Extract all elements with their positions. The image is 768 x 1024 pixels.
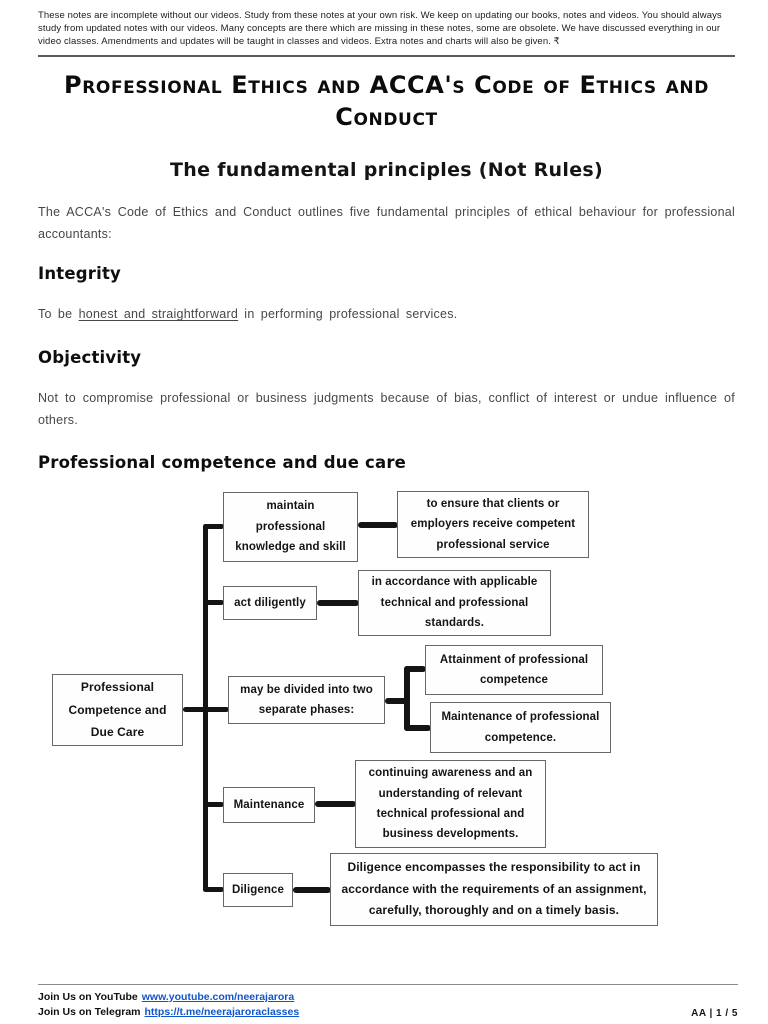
section-heading-competence: Professional competence and due care	[38, 453, 407, 473]
connector-root-to-phases	[183, 707, 229, 712]
integrity-text-prefix: To be	[38, 307, 79, 322]
diagram-box-diligence-desc: Diligence encompasses the responsibility…	[330, 853, 658, 926]
connector-branch-to-maintenance-competence	[404, 725, 431, 731]
integrity-paragraph: To be honest and straightforward in perf…	[38, 304, 735, 326]
page-subtitle: The fundamental principles (Not Rules)	[170, 158, 603, 181]
connector-diligently-to-desc	[317, 600, 359, 606]
connector-trunk-vertical	[203, 524, 208, 892]
diagram-box-diligence: Diligence	[223, 873, 293, 907]
diagram-box-maintenance-of-competence: Maintenance of professional competence.	[430, 702, 611, 753]
diagram-box-maintenance-desc: continuing awareness and an understandin…	[355, 760, 546, 848]
diagram-box-maintain-knowledge: maintain professional knowledge and skil…	[223, 492, 358, 562]
page-title: Professional Ethics and ACCA's Code of E…	[64, 71, 709, 131]
section-heading-integrity: Integrity	[38, 264, 122, 284]
intro-paragraph: The ACCA's Code of Ethics and Conduct ou…	[38, 204, 735, 241]
diagram-box-act-diligently-desc: in accordance with applicable technical …	[358, 570, 551, 636]
connector-trunk-to-act-diligently	[203, 600, 224, 605]
connector-trunk-to-diligence	[203, 887, 224, 892]
diagram-box-maintenance: Maintenance	[223, 787, 315, 823]
youtube-link[interactable]: www.youtube.com/neerajarora	[141, 991, 295, 1003]
section-heading-objectivity: Objectivity	[38, 348, 142, 368]
disclaimer-text: These notes are incomplete without our v…	[38, 9, 735, 58]
diagram-box-attainment: Attainment of professional competence	[425, 645, 603, 695]
telegram-link[interactable]: https://t.me/neerajaroraclasses	[144, 1006, 300, 1019]
connector-phases-to-branch	[385, 698, 410, 704]
integrity-underlined-text: honest and straightforward	[78, 307, 239, 322]
connector-maintenance-to-desc	[315, 801, 356, 807]
connector-trunk-to-maintenance	[203, 802, 224, 807]
diagram-box-act-diligently: act diligently	[223, 586, 317, 620]
integrity-text-suffix: in performing professional services.	[238, 307, 458, 322]
youtube-label: Join Us on YouTube	[38, 991, 138, 1003]
telegram-label: Join Us on Telegram	[38, 1006, 141, 1019]
page-indicator: AA | 1 / 5	[691, 1008, 738, 1020]
connector-trunk-to-maintain-knowledge	[203, 524, 224, 529]
connector-branch-vertical	[404, 666, 410, 731]
diagram-box-maintain-knowledge-desc: to ensure that clients or employers rece…	[397, 491, 589, 558]
connector-diligence-to-desc	[293, 887, 331, 893]
diagram-box-phases: may be divided into two separate phases:	[228, 676, 385, 724]
connector-branch-to-attainment	[404, 666, 426, 672]
objectivity-paragraph: Not to compromise professional or busine…	[38, 391, 735, 428]
connector-maintain-to-desc	[358, 522, 398, 528]
diagram-box-root: Professional Competence and Due Care	[52, 674, 183, 746]
